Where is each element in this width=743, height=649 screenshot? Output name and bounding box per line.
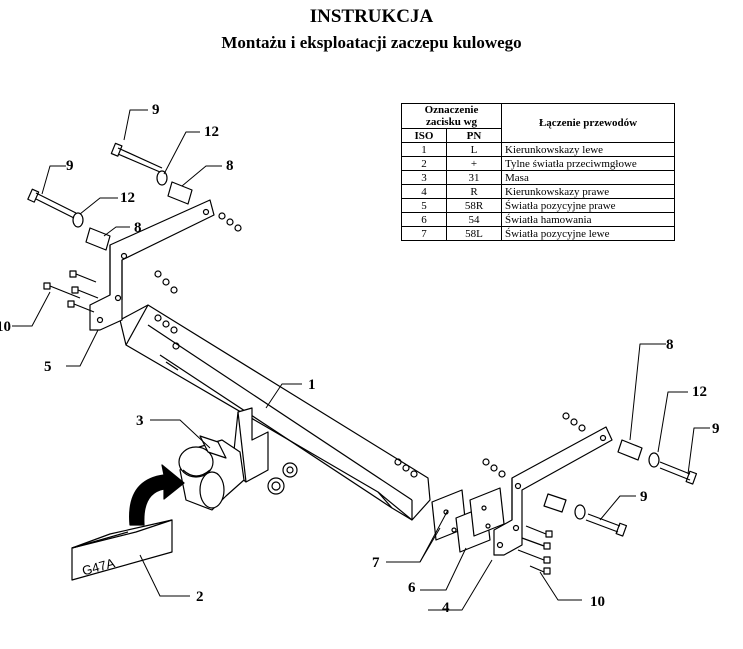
bolts-10-left (43, 270, 99, 313)
spacer-8-c (617, 439, 643, 461)
nuts-right (394, 412, 586, 478)
document-title: INSTRUKCJA (309, 6, 434, 27)
ball-box (71, 519, 173, 581)
header-terminal-designation: Oznaczenie zacisku wg (401, 103, 502, 129)
callout-10-right: 10 (590, 594, 605, 610)
callout-9-right: 9 (712, 421, 720, 437)
bolt-9-left (27, 188, 77, 219)
callout-12-top: 12 (204, 124, 219, 140)
callout-8-right: 8 (666, 337, 674, 353)
spacer-8-d (543, 493, 567, 513)
bolt-9-top-left (110, 142, 163, 173)
header-group-line1: Oznaczenie (424, 104, 479, 116)
crossbar-main-beam (119, 304, 431, 521)
mounting-arrow (129, 464, 185, 526)
callout-9-left: 9 (66, 158, 74, 174)
callout-1: 1 (308, 377, 316, 393)
table-cell-desc: Kierunkowskazy prawe (501, 184, 675, 199)
washer-12-b (72, 212, 84, 228)
header-wire-connection: Łączenie przewodów (501, 103, 675, 143)
callout-8-top: 8 (226, 158, 234, 174)
mounting-plates (431, 487, 505, 553)
leader-lines (12, 109, 710, 611)
right-bracket (493, 426, 613, 556)
document-subtitle: Montażu i eksploatacji zaczepu kulowego (221, 33, 522, 52)
left-bracket (89, 199, 215, 331)
bolt-9-right-lower (585, 513, 628, 537)
callout-10-left: 10 (0, 319, 11, 335)
table-cell-desc: Światła pozycyjne prawe (501, 198, 675, 213)
callout-9-top: 9 (152, 102, 160, 118)
callout-4: 4 (442, 600, 450, 616)
callout-5: 5 (44, 359, 52, 375)
table-cell-desc: Światła pozycyjne lewe (501, 226, 675, 241)
spacer-8-a (167, 181, 193, 205)
ball-hitch-assembly (178, 407, 298, 511)
bolt-9-right (659, 461, 698, 485)
wiring-table: Oznaczenie zacisku wg Łączenie przewodów… (401, 103, 675, 241)
callout-9-right-lower: 9 (640, 489, 648, 505)
washer-12-d (574, 504, 586, 520)
washer-12-c (648, 452, 660, 468)
bolts-10-right (517, 525, 553, 575)
header-group-line2: zacisku wg (425, 116, 478, 128)
header-pn: PN (446, 128, 502, 143)
callout-12-left: 12 (120, 190, 135, 206)
callout-6: 6 (408, 580, 416, 596)
callout-2: 2 (196, 589, 204, 605)
table-cell-pn: 58L (446, 226, 502, 241)
table-cell-pn: 58R (446, 198, 502, 213)
table-row: 2+Tylne światła przeciwmgłowe (401, 156, 675, 171)
callout-7: 7 (372, 555, 380, 571)
nuts-left (154, 212, 242, 350)
callout-8-left: 8 (134, 220, 142, 236)
washer-12-a (156, 170, 168, 186)
table-cell-desc: Kierunkowskazy lewe (501, 142, 675, 157)
callout-12-right: 12 (692, 384, 707, 400)
spacer-8-b (85, 227, 111, 251)
callout-3: 3 (136, 413, 144, 429)
